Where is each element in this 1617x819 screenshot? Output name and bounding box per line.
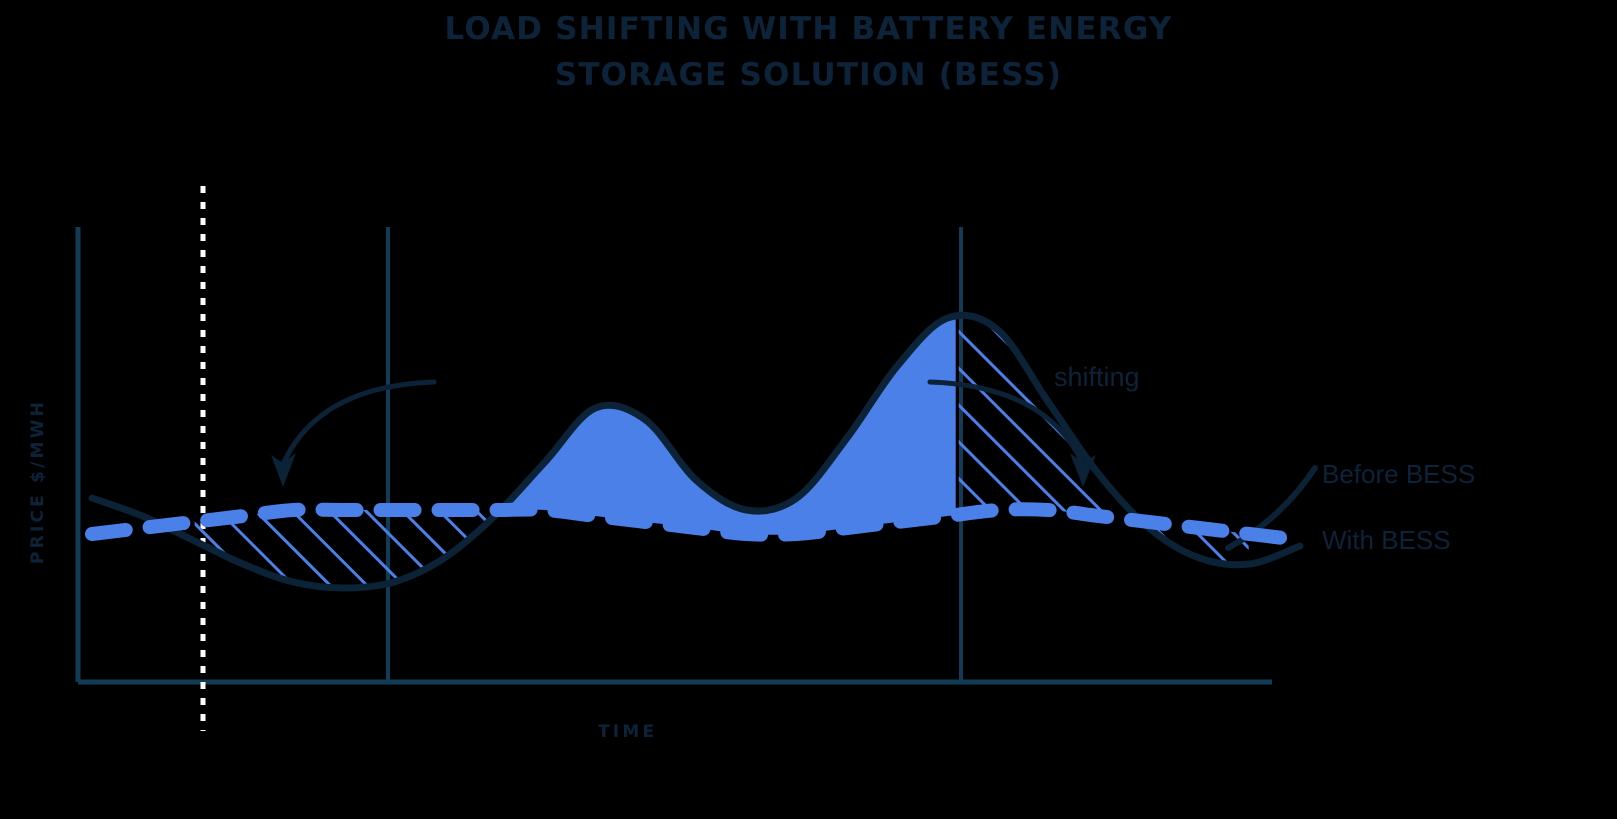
x-axis-label: TIME [598, 722, 658, 742]
peak-shaving-fill [496, 315, 956, 535]
axis-group [75, 227, 1272, 685]
legend-label-with-bess: With BESS [1322, 525, 1451, 555]
page-title: Load shifting with battery energy storag… [444, 11, 1173, 93]
annotation-shifting: shifting [1054, 362, 1140, 392]
charging-region-left [194, 509, 494, 588]
series-line-with-bess [85, 502, 1307, 547]
shift-arrow-right [927, 379, 1096, 487]
legend-label-before-bess: Before BESS [1322, 459, 1476, 489]
series-line-before-bess [88, 311, 1304, 592]
shift-arrow-left [271, 379, 437, 487]
leader-line-before-bess [1225, 465, 1318, 551]
